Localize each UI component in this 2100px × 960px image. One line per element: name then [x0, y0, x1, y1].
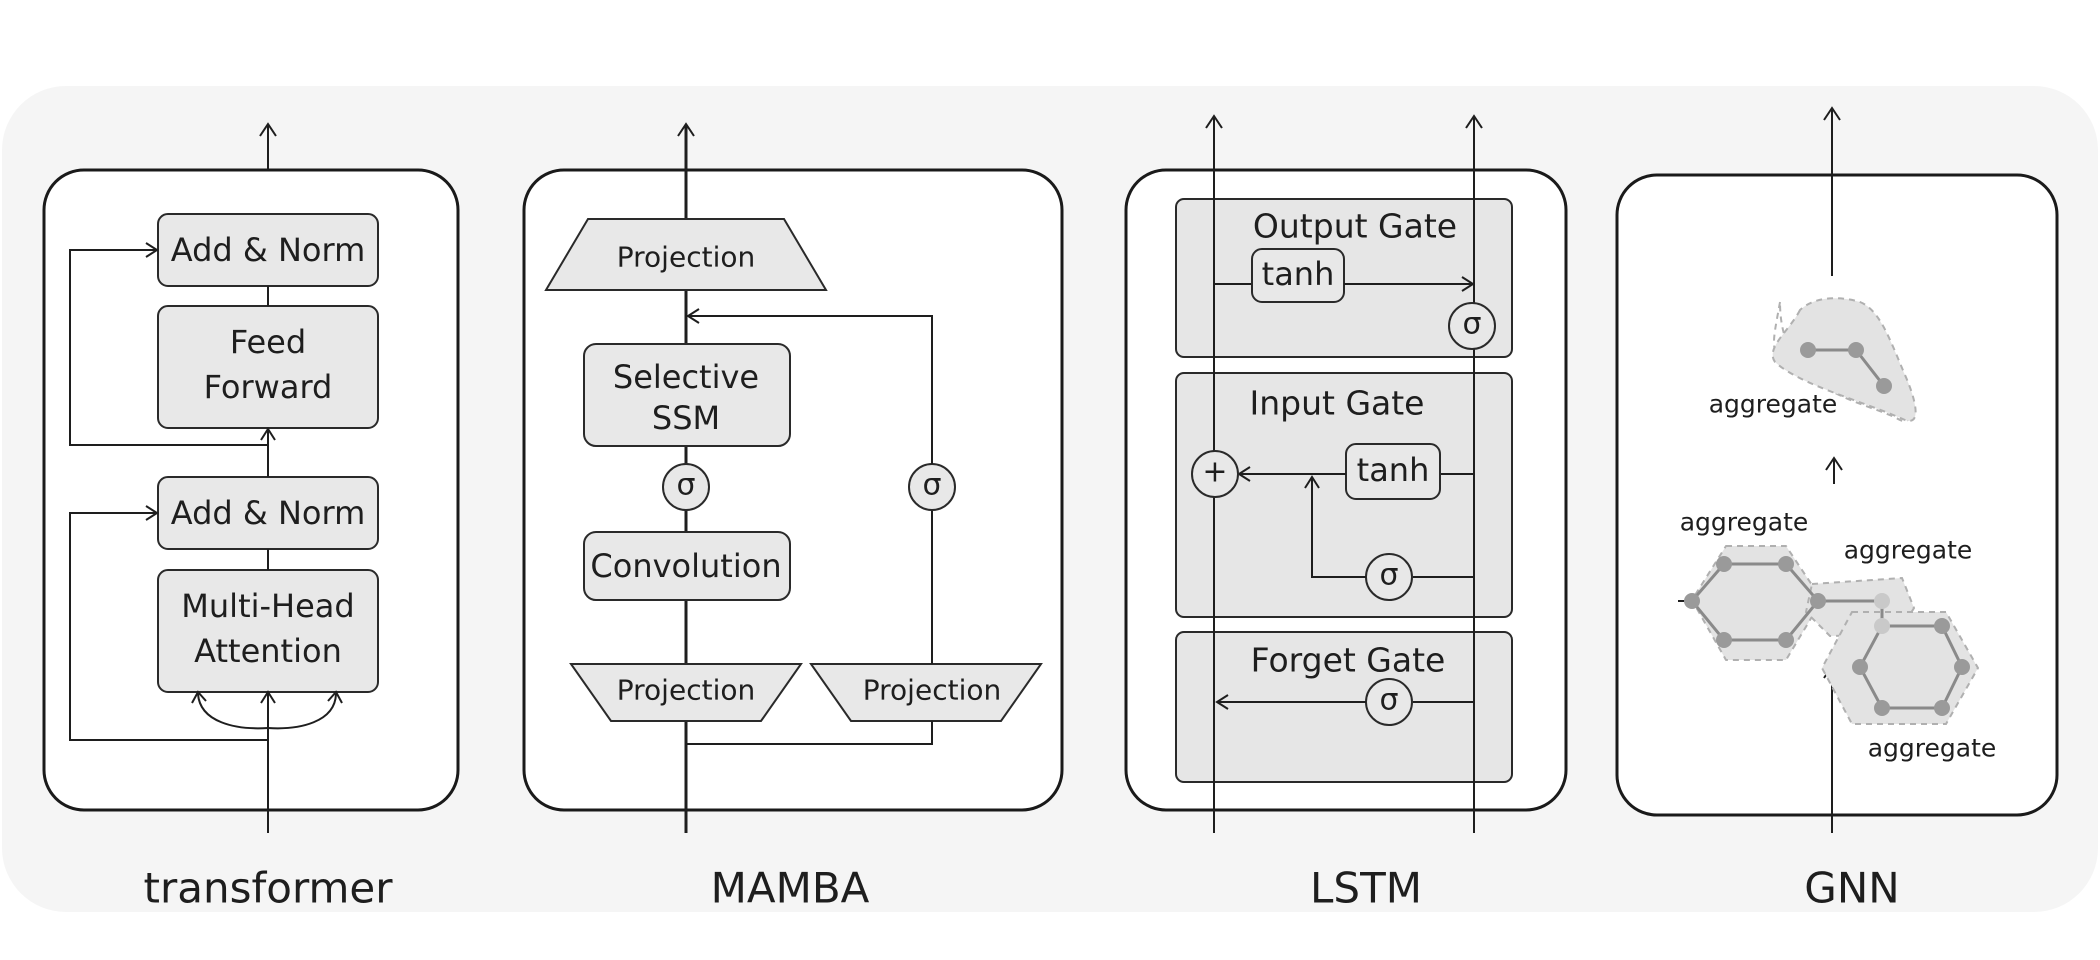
output-sigma-circle: [1448, 302, 1496, 350]
projection-bottom-left-label: Projection: [617, 674, 755, 707]
mamba-panel: [522, 168, 1064, 812]
mamba-caption: MAMBA: [711, 864, 870, 913]
projection-top-label: Projection: [617, 241, 755, 274]
gnn-left-node-1: [1716, 556, 1732, 572]
gnn-left-node-3: [1810, 593, 1826, 609]
gnn-top-node-3: [1876, 378, 1892, 394]
attention-fork-left: [197, 693, 269, 730]
input-gate-area: [1175, 372, 1513, 618]
transformer-block: Add & Norm Feed Forward Add & Norm Multi…: [42, 122, 460, 913]
input-sigma-arrowhead: [1304, 475, 1320, 489]
input-gate-label: Input Gate: [1250, 384, 1425, 423]
transformer-output-arrowhead: [259, 122, 277, 137]
input-tanh-label: tanh: [1357, 451, 1430, 489]
lstm-hidden-output-arrowhead: [1465, 114, 1483, 129]
residual-skip-top: [69, 249, 268, 446]
convolution-label: Convolution: [590, 547, 781, 585]
forget-gate-area: [1175, 631, 1513, 783]
attention-fork-right: [267, 693, 337, 730]
forget-sigma-label: σ: [1379, 683, 1398, 718]
transformer-caption: transformer: [143, 864, 393, 913]
input-tanh-box: [1345, 443, 1441, 500]
residual-skip-top-arrowhead: [145, 242, 159, 258]
feed-forward-label-line2: Forward: [204, 368, 333, 406]
gnn-output-arrowhead: [1823, 106, 1841, 121]
attention-fork-right-arrowhead: [327, 690, 343, 704]
mamba-block: Projection Selective SSM σ Convolution P…: [522, 122, 1064, 913]
gnn-right-node-4: [1934, 700, 1950, 716]
gnn-middle-arrowhead: [1825, 456, 1843, 471]
ssm-label-line2: SSM: [652, 399, 720, 437]
aggregate-top-label: aggregate: [1709, 390, 1838, 419]
lstm-cell-output-arrowhead: [1205, 114, 1223, 129]
input-sigma-label: σ: [1379, 558, 1398, 593]
output-gate-label: Output Gate: [1253, 207, 1457, 246]
residual-skip-bottom-arrowhead: [145, 505, 159, 521]
projection-top-shape: [544, 218, 828, 291]
gnn-right-node-5: [1874, 700, 1890, 716]
residual-skip-bottom: [69, 512, 268, 741]
mamba-gate-wire-upper: [688, 315, 933, 464]
gnn-left-node-5: [1716, 632, 1732, 648]
projection-bottom-right-label: Projection: [863, 674, 1001, 707]
mamba-sigma-left-circle: [662, 463, 710, 511]
add-norm-bottom-label: Add & Norm: [171, 494, 366, 532]
gnn-bridge-node: [1874, 593, 1890, 609]
forget-arrowhead: [1215, 694, 1229, 710]
output-sigma-label: σ: [1462, 307, 1481, 342]
selective-ssm-box: [583, 343, 791, 447]
forget-gate-label: Forget Gate: [1251, 641, 1446, 680]
lstm-caption: LSTM: [1310, 864, 1422, 913]
output-tanh-box: [1251, 248, 1345, 303]
aggregate-bottom-label: aggregate: [1868, 734, 1997, 763]
gnn-panel: [1615, 173, 2059, 817]
aggregate-right-label: aggregate: [1844, 536, 1973, 565]
mamba-sigma-left-label: σ: [676, 468, 695, 503]
gnn-block: aggregate aggregate a: [1615, 106, 2059, 913]
mamba-sigma-right-label: σ: [922, 468, 941, 503]
projection-bottom-left-shape: [569, 663, 803, 722]
attention-label-line1: Multi-Head: [181, 587, 354, 625]
ssm-label-line1: Selective: [613, 358, 759, 396]
add-norm-top-label: Add & Norm: [171, 231, 366, 269]
mamba-output-arrowhead: [677, 122, 695, 137]
aggregate-left-label: aggregate: [1680, 508, 1809, 537]
add-circle: [1191, 450, 1239, 498]
feed-forward-label-line1: Feed: [230, 323, 306, 361]
gnn-top-node-1: [1800, 342, 1816, 358]
convolution-box: [583, 531, 791, 601]
ff-input-arrowhead: [260, 427, 276, 441]
add-symbol-label: +: [1202, 455, 1227, 490]
attention-input-arrowhead: [260, 690, 276, 704]
gnn-right-node-2: [1934, 618, 1950, 634]
gnn-left-node-4: [1778, 632, 1794, 648]
gnn-left-node-6: [1684, 593, 1700, 609]
gnn-right-node-1: [1874, 618, 1890, 634]
mamba-gate-merge-arrowhead: [686, 308, 700, 324]
input-sigma-out-wire: [1311, 477, 1366, 578]
gnn-right-node-3: [1954, 659, 1970, 675]
mamba-bottom-branch-wire: [686, 721, 933, 745]
output-tanh-label: tanh: [1262, 255, 1335, 293]
attention-fork-left-arrowhead: [191, 690, 207, 704]
gnn-hex-right-blob: [1820, 611, 1980, 725]
projection-bottom-right-shape: [809, 663, 1043, 722]
attention-label-line2: Attention: [194, 632, 342, 670]
gnn-top-node-2: [1848, 342, 1864, 358]
gnn-right-node-6: [1852, 659, 1868, 675]
output-merge-arrowhead: [1461, 276, 1475, 292]
gnn-left-node-2: [1778, 556, 1794, 572]
lstm-block: Output Gate Input Gate Forget Gate tanh …: [1124, 114, 1568, 913]
gnn-caption: GNN: [1804, 864, 1899, 913]
